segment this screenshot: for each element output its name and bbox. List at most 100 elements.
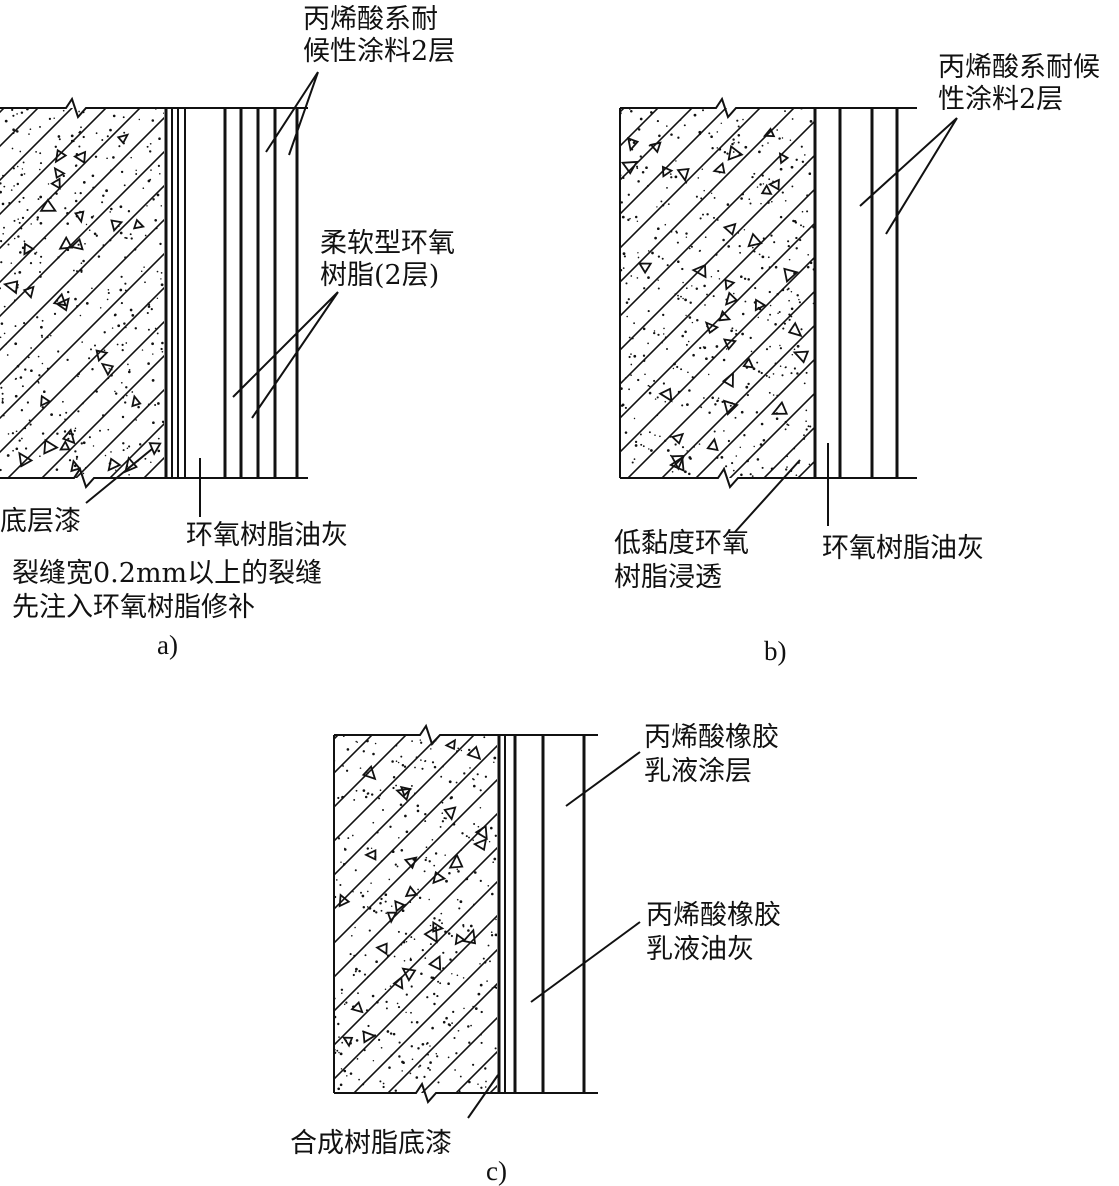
aggregate-speck (13, 185, 15, 187)
aggregate-speck (155, 227, 158, 230)
aggregate-speck (57, 256, 60, 259)
aggregate-speck (15, 447, 19, 451)
hatch-line (334, 735, 374, 775)
aggregate-speck (0, 261, 3, 264)
aggregate-pebble (792, 350, 810, 364)
aggregate-speck (3, 305, 6, 308)
aggregate-speck (371, 994, 375, 998)
aggregate-speck (82, 181, 86, 184)
aggregate-pebble (770, 400, 789, 415)
aggregate-speck (731, 462, 734, 465)
aggregate-pebble (110, 219, 124, 233)
hatch-line (626, 290, 814, 478)
aggregate-speck (92, 215, 95, 217)
aggregate-speck (784, 420, 787, 424)
hatch-line (620, 256, 814, 454)
aggregate-speck (449, 958, 452, 961)
hatch-line (0, 184, 164, 352)
aggregate-speck (417, 888, 419, 891)
aggregate-pebble (364, 848, 377, 861)
aggregate-speck (725, 348, 728, 350)
aggregate-speck (113, 314, 117, 317)
aggregate-speck (404, 932, 408, 935)
aggregate-speck (405, 830, 409, 834)
aggregate-speck (686, 450, 688, 452)
aggregate-speck (355, 740, 357, 743)
aggregate-speck (81, 341, 83, 343)
aggregate-speck (415, 1021, 419, 1024)
aggregate-speck (367, 975, 370, 978)
aggregate-speck (445, 879, 448, 883)
aggregate-speck (22, 161, 25, 164)
aggregate-speck (759, 443, 763, 446)
aggregate-speck (741, 332, 744, 336)
aggregate-speck (152, 353, 154, 355)
aggregate-pebble (649, 141, 662, 154)
aggregate-speck (366, 772, 369, 775)
aggregate-pebble (704, 321, 720, 335)
aggregate-speck (452, 1010, 455, 1014)
aggregate-speck (30, 223, 32, 225)
aggregate-speck (141, 349, 144, 351)
aggregate-speck (682, 281, 684, 284)
aggregate-speck (146, 205, 148, 207)
aggregate-speck (734, 416, 737, 419)
aggregate-speck (667, 203, 670, 206)
aggregate-speck (37, 355, 40, 358)
hatch-line (202, 98, 592, 488)
aggregate-speck (425, 846, 428, 849)
aggregate-speck (648, 391, 652, 395)
aggregate-speck (722, 358, 726, 362)
aggregate-speck (676, 241, 679, 244)
aggregate-speck (341, 795, 344, 799)
aggregate-speck (62, 400, 64, 403)
aggregate-speck (472, 1005, 474, 1008)
aggregate-speck (85, 302, 89, 305)
aggregate-speck (698, 130, 702, 134)
panel-c-coating-label: 丙烯酸橡胶 乳液涂层 (644, 722, 788, 787)
aggregate-pebble (432, 920, 445, 933)
panel-a-crack-note: 裂缝宽0.2mm以上的裂缝 先注入环氧树脂修补 (12, 558, 331, 623)
aggregate-speck (358, 1078, 360, 1081)
aggregate-speck (490, 931, 493, 934)
aggregate-speck (670, 231, 673, 233)
aggregate-speck (732, 138, 735, 141)
aggregate-speck (76, 305, 79, 308)
aggregate-speck (437, 1081, 440, 1084)
aggregate-speck (82, 441, 86, 445)
aggregate-pebble (395, 787, 411, 802)
aggregate-speck (430, 748, 432, 750)
aggregate-speck (628, 388, 630, 391)
aggregate-speck (737, 141, 740, 144)
aggregate-speck (354, 970, 357, 973)
aggregate-speck (126, 447, 129, 449)
aggregate-speck (737, 232, 740, 234)
aggregate-speck (645, 166, 648, 170)
aggregate-speck (790, 165, 794, 169)
panel-a-epoxy-label: 柔软型环氧 树脂(2层) (320, 228, 464, 291)
aggregate-speck (111, 327, 114, 329)
aggregate-speck (484, 775, 488, 778)
aggregate-speck (375, 1000, 379, 1004)
aggregate-speck (419, 739, 422, 741)
aggregate-speck (732, 469, 735, 472)
aggregate-speck (455, 1052, 458, 1055)
aggregate-speck (485, 1080, 487, 1083)
aggregate-speck (685, 181, 688, 184)
aggregate-speck (340, 988, 344, 992)
aggregate-speck (339, 1083, 343, 1087)
aggregate-speck (656, 227, 660, 231)
panel-a-putty-label: 环氧树脂油灰 (186, 520, 348, 551)
aggregate-speck (95, 390, 98, 393)
aggregate-speck (13, 237, 16, 240)
aggregate-speck (62, 174, 65, 178)
aggregate-speck (804, 163, 807, 166)
aggregate-speck (355, 967, 358, 971)
panel-b-aggregate (620, 108, 814, 477)
hatch-line (0, 108, 108, 216)
aggregate-speck (688, 389, 691, 392)
aggregate-speck (17, 235, 20, 238)
aggregate-speck (465, 877, 469, 881)
panel-a-primer-leader (85, 448, 153, 504)
aggregate-speck (3, 226, 5, 229)
